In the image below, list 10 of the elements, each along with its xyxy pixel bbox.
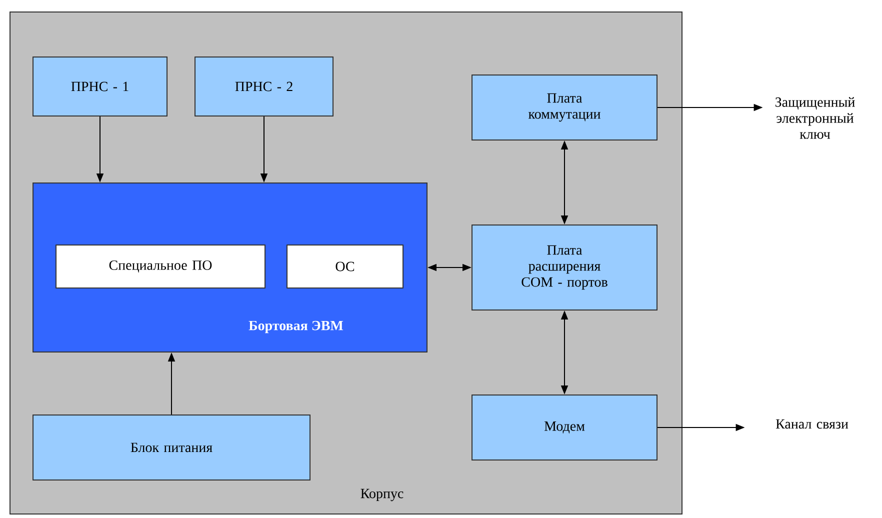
board-box: Плата расширения COM - портов [472,224,658,310]
module-box: ПРНС - 2 [194,56,334,116]
module-box: ПРНС - 1 [32,56,168,116]
power-box: Блок питания [32,414,310,480]
modem-box: Модем [472,394,658,460]
external-label: Канал связи [776,419,848,429]
software-box: ОС [286,244,404,288]
board-box: Плата коммутации [472,74,658,140]
software-box: Специальное ПО [56,244,266,288]
external-label: Защищенный электронный ключ [775,97,855,139]
